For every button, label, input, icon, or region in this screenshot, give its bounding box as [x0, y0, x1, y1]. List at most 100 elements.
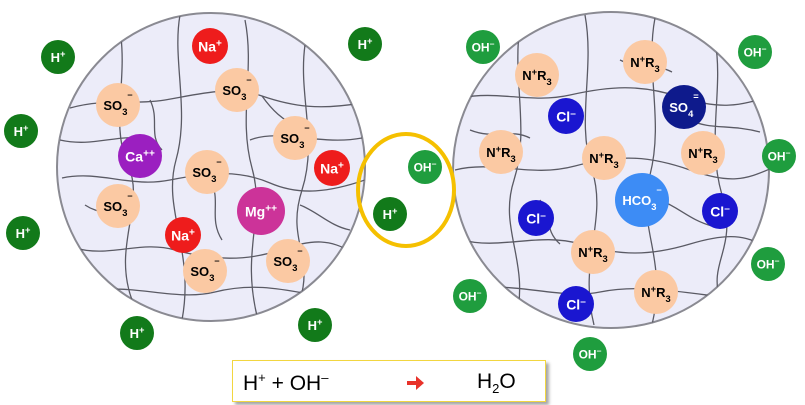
- chloride-ion-label: Cl–: [526, 210, 546, 227]
- chloride-ion-label: Cl–: [710, 203, 730, 220]
- hydrogen-ion-label: H+: [383, 206, 398, 222]
- hydroxide-ion: OH–: [573, 337, 607, 371]
- quaternary-ammonium-group: N+R3: [681, 131, 725, 175]
- sulfonate-group: SO3–: [183, 249, 227, 293]
- sulfonate-group: SO3–: [96, 184, 140, 228]
- hydrogen-ion-label: H+: [308, 317, 323, 333]
- quaternary-ammonium-group-label: N+R3: [486, 144, 515, 164]
- hydroxide-ion: OH–: [751, 247, 785, 281]
- magnesium-ion: Mg++: [237, 187, 285, 235]
- equation-reactants: H+ + OH–: [243, 370, 328, 396]
- hydroxide-ion-label: OH–: [472, 39, 495, 55]
- sodium-ion: Na+: [314, 150, 350, 186]
- sulfonate-group-label: SO3–: [222, 75, 251, 102]
- hydrogen-ion-circle: [120, 316, 154, 350]
- quaternary-ammonium-group-label: N+R3: [578, 244, 607, 264]
- hydrogen-ion-label: H+: [51, 49, 66, 65]
- hydroxide-ion-label: OH–: [757, 256, 780, 272]
- hydroxide-ion-label: OH–: [579, 346, 602, 362]
- hydroxide-ion-circle: [762, 139, 796, 173]
- hydrogen-ion-circle: [4, 114, 38, 148]
- hydrogen-ion: H+: [41, 40, 75, 74]
- chloride-ion: Cl–: [702, 193, 738, 229]
- bicarbonate-ion: HCO3–: [615, 173, 669, 227]
- reaction-arrow-icon: [407, 376, 424, 390]
- hydroxide-ion-label: OH–: [414, 159, 437, 175]
- chloride-ion: Cl–: [518, 200, 554, 236]
- sodium-ion-label: Na+: [198, 38, 222, 55]
- hydroxide-ion-label: OH–: [459, 288, 482, 304]
- equation-plus: +: [265, 372, 290, 395]
- hydroxide-ion: OH–: [762, 139, 796, 173]
- sulfonate-group-label: SO3–: [273, 246, 302, 273]
- sulfonate-group-label: SO3–: [103, 90, 132, 117]
- quaternary-ammonium-group-label: N+R3: [688, 145, 717, 165]
- hydrogen-ion: H+: [348, 27, 382, 61]
- sodium-ion: Na+: [192, 28, 228, 64]
- hydrogen-ion-label: H+: [130, 325, 145, 341]
- quaternary-ammonium-group: N+R3: [571, 230, 615, 274]
- sulfonate-group-label: SO3–: [280, 123, 309, 150]
- quaternary-ammonium-group: N+R3: [634, 270, 678, 314]
- chloride-ion-circle: [558, 286, 594, 322]
- hydrogen-ion-circle: [298, 308, 332, 342]
- magnesium-ion-circle: [237, 187, 285, 235]
- sulfonate-group-label: SO3–: [192, 157, 221, 184]
- quaternary-ammonium-group-circle: [479, 130, 523, 174]
- sodium-ion: Na+: [165, 217, 201, 253]
- quaternary-ammonium-group: N+R3: [623, 40, 667, 84]
- hydroxide-ion-label: OH–: [744, 44, 767, 60]
- hydrogen-ion: H+: [6, 216, 40, 250]
- bicarbonate-ion-circle: [615, 173, 669, 227]
- quaternary-ammonium-group-circle: [623, 40, 667, 84]
- sulfate-ion-circle: [662, 85, 706, 129]
- chloride-ion: Cl–: [548, 98, 584, 134]
- sulfonate-group: SO3–: [273, 116, 317, 160]
- sulfonate-group-circle: [185, 150, 229, 194]
- sulfonate-group-circle: [273, 116, 317, 160]
- chloride-ion-circle: [548, 98, 584, 134]
- chloride-ion-label: Cl–: [556, 108, 576, 125]
- hydroxide-ion-circle: [466, 30, 500, 64]
- quaternary-ammonium-group-label: N+R3: [630, 54, 659, 74]
- hydroxide-ion-circle: [453, 279, 487, 313]
- sulfonate-group-circle: [96, 83, 140, 127]
- hydroxide-ion: OH–: [738, 35, 772, 69]
- sulfonate-group-circle: [183, 249, 227, 293]
- sodium-ion-label: Na+: [320, 160, 344, 177]
- hydroxide-ion-circle: [573, 337, 607, 371]
- sodium-ion-circle: [165, 217, 201, 253]
- sulfonate-group-circle: [266, 239, 310, 283]
- quaternary-ammonium-group-circle: [571, 230, 615, 274]
- equation-product: H2O: [477, 370, 516, 396]
- hydrogen-ion: H+: [120, 316, 154, 350]
- chloride-ion-circle: [518, 200, 554, 236]
- sulfonate-group: SO3–: [215, 68, 259, 112]
- calcium-ion-label: Ca++: [125, 148, 155, 165]
- sulfonate-group-circle: [215, 68, 259, 112]
- hydrogen-ion-circle: [348, 27, 382, 61]
- bicarbonate-ion-label: HCO3–: [622, 185, 661, 212]
- hydrogen-ion: H+: [373, 197, 407, 231]
- sulfate-ion-label: SO4=: [669, 92, 699, 119]
- equation-h: H: [243, 372, 259, 395]
- hydrogen-ion: H+: [298, 308, 332, 342]
- quaternary-ammonium-group-label: N+R3: [589, 150, 618, 170]
- magnesium-ion-label: Mg++: [245, 203, 277, 220]
- equation-oh-charge: –: [321, 370, 329, 385]
- quaternary-ammonium-group-label: N+R3: [522, 67, 551, 87]
- quaternary-ammonium-group-label: N+R3: [641, 284, 670, 304]
- reaction-equation-box: H+ + OH– H2O: [232, 360, 546, 402]
- sulfonate-group: SO3–: [266, 239, 310, 283]
- sulfonate-group-label: SO3–: [190, 256, 219, 283]
- hydroxide-ion-circle: [408, 150, 442, 184]
- hydroxide-ion: OH–: [466, 30, 500, 64]
- quaternary-ammonium-group: N+R3: [582, 136, 626, 180]
- hydroxide-ion-label: OH–: [768, 148, 791, 164]
- sulfate-ion: SO4=: [662, 85, 706, 129]
- quaternary-ammonium-group-circle: [582, 136, 626, 180]
- sulfonate-group-circle: [96, 184, 140, 228]
- sodium-ion-circle: [314, 150, 350, 186]
- sulfonate-group: SO3–: [185, 150, 229, 194]
